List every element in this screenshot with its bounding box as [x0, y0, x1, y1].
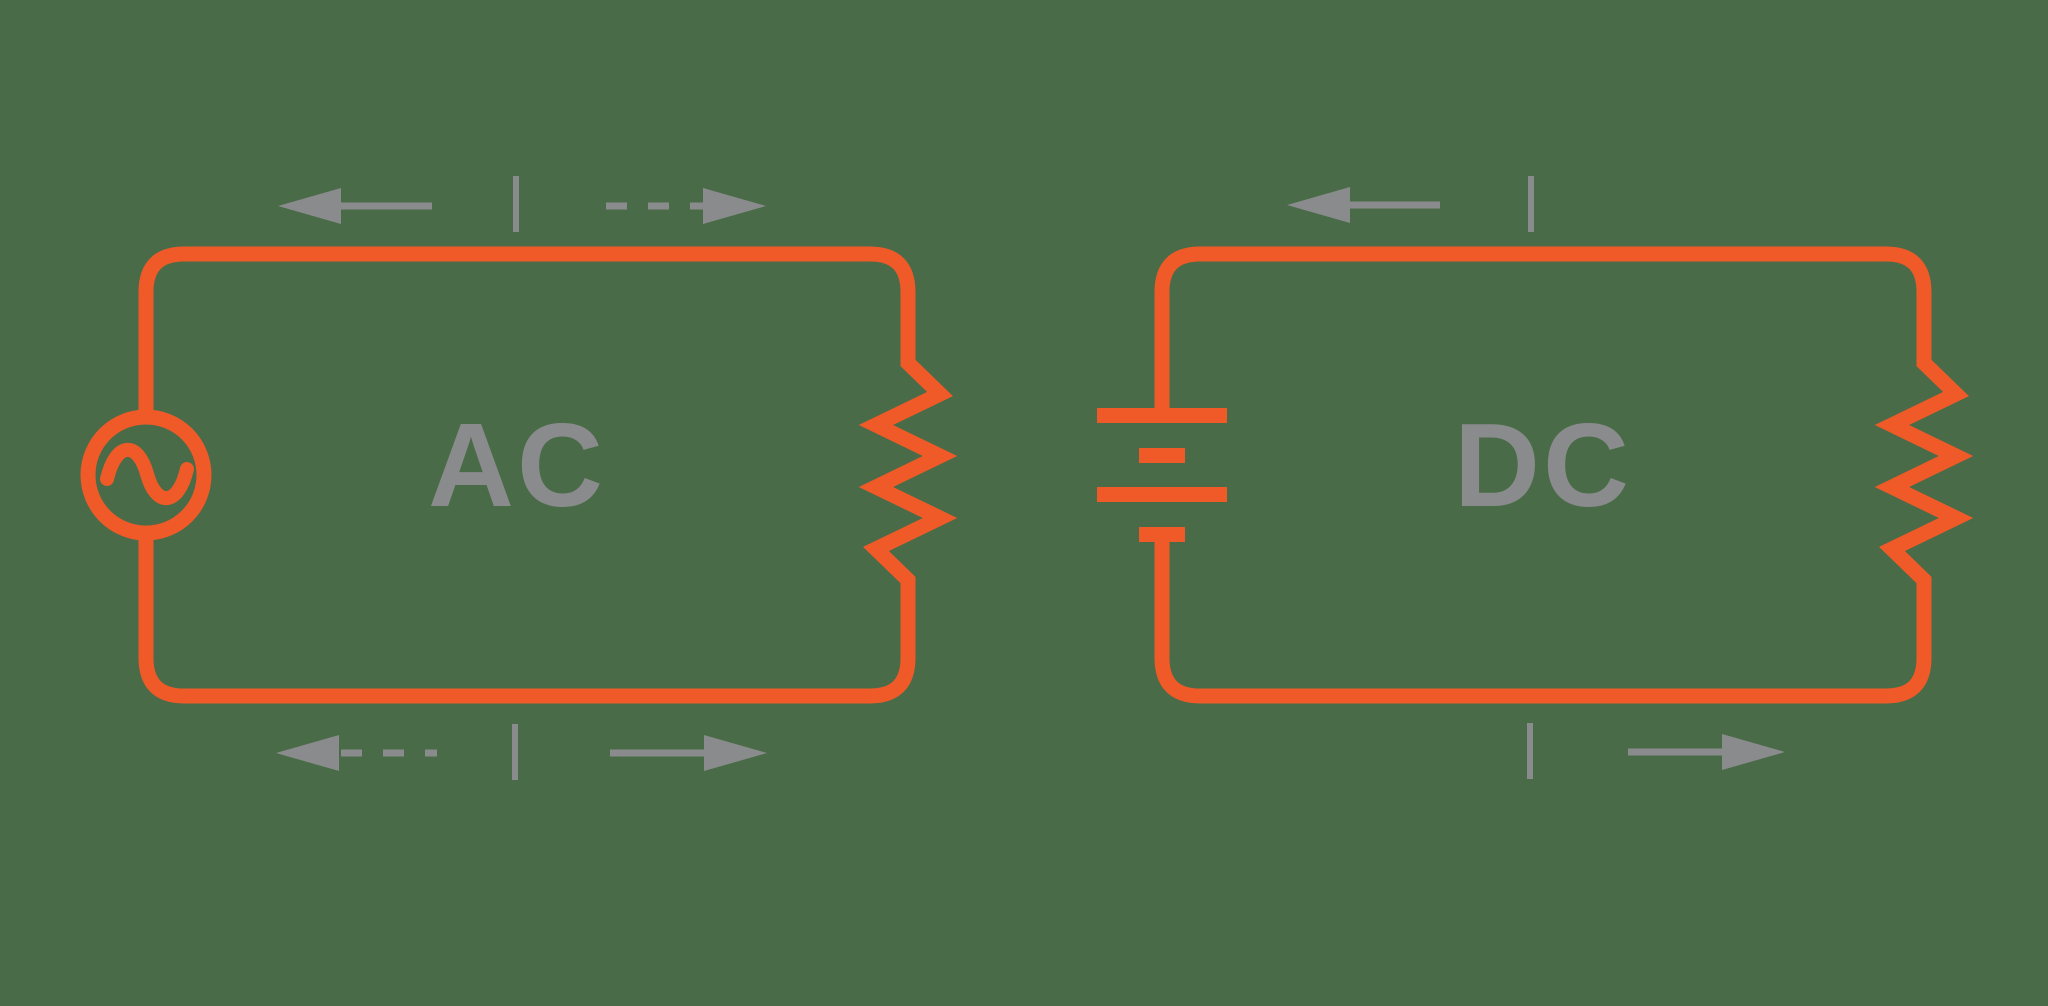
- ac-resistor-icon: [858, 354, 958, 588]
- dc-resistor-icon: [1874, 354, 1974, 588]
- ac-top-left-solid-arrow: [278, 188, 432, 224]
- ac-circuit: AC: [80, 176, 958, 780]
- battery-plate-short: [1139, 527, 1185, 542]
- ac-bottom-current-annotation: [276, 724, 767, 780]
- ac-top-right-dashed-arrow: [606, 188, 766, 224]
- battery-plate-long: [1097, 487, 1227, 502]
- dc-label: DC: [1454, 399, 1632, 532]
- dc-circuit-wire-loop: [1154, 246, 1932, 704]
- right-arrowhead-icon: [1722, 734, 1785, 770]
- ac-label: AC: [428, 399, 606, 532]
- dc-circuit: DC: [1097, 176, 1974, 779]
- battery-plate-long: [1097, 408, 1227, 423]
- ac-source-circle: [80, 409, 212, 541]
- ac-top-current-annotation: [278, 176, 766, 232]
- left-arrowhead-icon: [1287, 187, 1350, 223]
- dc-bottom-current-annotation: [1527, 723, 1785, 779]
- right-arrowhead-icon: [704, 735, 767, 771]
- left-arrowhead-icon: [276, 735, 339, 771]
- dc-top-current-annotation: [1287, 176, 1534, 232]
- battery-plate-short: [1139, 448, 1185, 463]
- dc-bottom-right-solid-arrow: [1628, 734, 1785, 770]
- ac-source-icon: [80, 409, 212, 541]
- battery-icon: [1097, 408, 1227, 542]
- dc-top-left-solid-arrow: [1287, 187, 1440, 223]
- ac-bottom-right-solid-arrow: [610, 735, 767, 771]
- left-arrowhead-icon: [278, 188, 341, 224]
- right-arrowhead-icon: [703, 188, 766, 224]
- ac-circuit-wire-loop: [138, 246, 916, 704]
- ac-bottom-left-dashed-arrow: [276, 735, 437, 771]
- sine-wave-icon: [100, 442, 194, 506]
